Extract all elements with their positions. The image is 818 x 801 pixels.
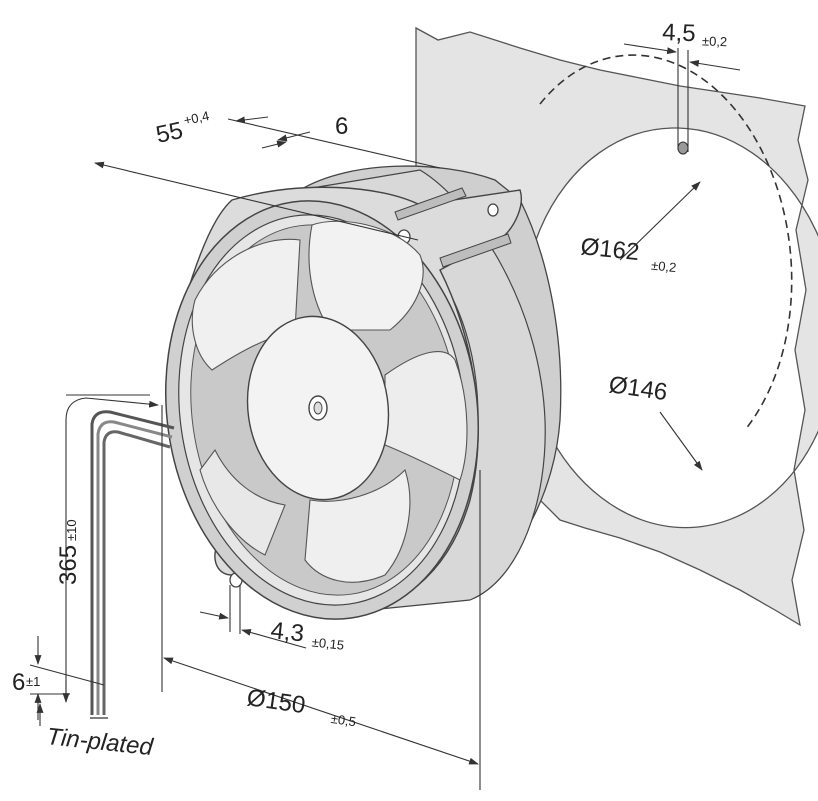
mounting-hole-right (487, 203, 499, 217)
dim-hole-label: 4,3 ±0,15 (269, 617, 345, 653)
dim-diameter-tolerance: ±0,5 (330, 711, 357, 729)
lead-wire-1 (102, 430, 171, 715)
dim-depth-line (94, 161, 419, 241)
dim-strip-tolerance: ±1 (26, 674, 40, 689)
dim-bolt-circle-label: Ø162 ±0,2 (579, 233, 677, 276)
dim-bolt-circle-tolerance: ±0,2 (650, 258, 677, 276)
dim-strip-value: 6 (12, 669, 25, 696)
fan-blade-top (308, 220, 424, 331)
dim-hole-arrow-1 (199, 611, 229, 620)
dim-slot-tolerance: ±0,2 (702, 33, 728, 49)
dim-diameter-value: Ø150 (245, 684, 307, 719)
dim-slot-value: 4,5 (662, 19, 696, 47)
dim-diameter-label: Ø150 ±0,5 (245, 684, 357, 729)
dim-bolt-circle-value: Ø162 (579, 233, 640, 266)
housing-rib-2 (439, 233, 512, 268)
dim-depth-ext (227, 118, 441, 169)
dim-flange-arrow (277, 131, 311, 142)
dim-hole-arrow-2 (241, 629, 307, 649)
dim-lead-tolerance: ±10 (64, 519, 79, 541)
tin-plated-label: Tin-plated (45, 723, 154, 761)
dim-lead-label: 365 ±10 (55, 519, 82, 585)
dim-slot-arrow-1 (623, 43, 677, 55)
dim-depth-value: 55 (154, 117, 186, 149)
fan-blade-right (384, 351, 468, 481)
fan-blade-lower-left (199, 448, 286, 556)
tin-plated-label-group: Tin-plated (45, 723, 154, 761)
dim-slot-label: 4,5 ±0,2 (662, 19, 728, 49)
dim-slot-arrow-2 (689, 59, 741, 71)
dim-lead-line (65, 397, 159, 702)
dim-cutout-arrow (659, 411, 703, 471)
dim-hole-value: 4,3 (269, 617, 305, 647)
panel-slot (677, 141, 689, 155)
dim-depth-label: 55 +0,4 (154, 108, 211, 149)
dim-flange-value: 6 (335, 113, 348, 140)
dim-diameter-line (163, 657, 479, 765)
dim-cutout-value: Ø146 (607, 371, 669, 406)
dim-hole-tolerance: ±0,15 (311, 634, 345, 652)
dim-strip-ext-top (29, 664, 105, 686)
lead-wire-2 (96, 420, 173, 715)
fan-blade-bottom (304, 468, 411, 583)
dim-depth-tolerance: +0,4 (182, 108, 210, 128)
lead-wire-3 (90, 410, 175, 715)
dim-cutout-label: Ø146 (607, 371, 669, 406)
dim-lead-value: 365 (55, 545, 82, 585)
dim-bolt-circle-arrow (619, 181, 701, 261)
housing-rib-1 (394, 187, 467, 221)
dim-depth-arrow2 (235, 116, 269, 124)
dim-flange-arrow2 (261, 140, 287, 149)
dim-strip-label: 6 ±1 (12, 669, 40, 696)
hub-center-bore (313, 401, 323, 415)
